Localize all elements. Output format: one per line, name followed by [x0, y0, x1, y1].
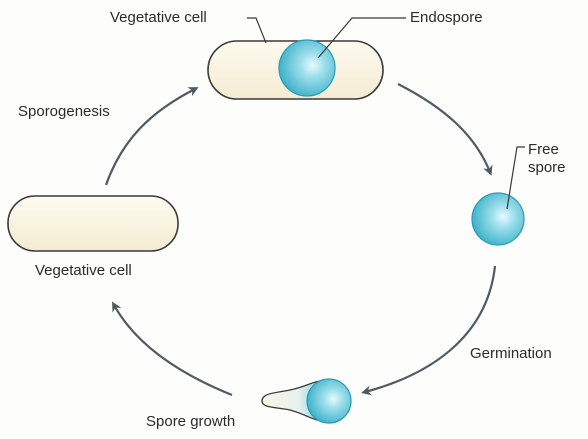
free-spore-icon [472, 193, 524, 245]
vegetative-cell-left [8, 196, 178, 251]
label-free-spore-line2: spore [528, 159, 566, 177]
label-endospore: Endospore [410, 9, 483, 27]
leader-line-vegetative-cell [247, 18, 266, 43]
arrow-germination [365, 266, 495, 392]
germinating-spore-icon [307, 379, 351, 423]
label-spore-growth: Spore growth [146, 413, 235, 431]
label-vegetative-cell-top: Vegetative cell [110, 9, 207, 27]
arrow-to-free-spore [398, 84, 490, 172]
label-free-spore: Free spore [528, 141, 566, 177]
arrow-spore-growth [114, 305, 232, 395]
label-free-spore-line1: Free [528, 141, 566, 159]
label-germination: Germination [470, 345, 552, 363]
germinating-spore [262, 379, 351, 423]
label-vegetative-cell-left: Vegetative cell [35, 262, 132, 280]
arrow-sporogenesis [106, 89, 195, 185]
vegetative-cell-with-endospore [208, 40, 383, 99]
label-sporogenesis: Sporogenesis [18, 103, 110, 121]
